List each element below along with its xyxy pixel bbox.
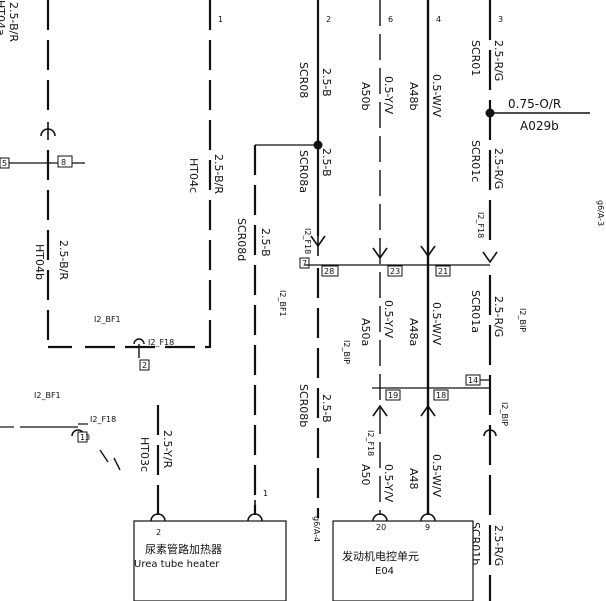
bf1-label-lower: I2_BF1	[34, 391, 61, 400]
f18-label-b: I2_F18	[303, 228, 312, 254]
f18-label-lower: I2_F18	[90, 415, 116, 424]
ht03c-gauge-label: 2.5-Y/R	[161, 430, 174, 469]
scr08-gauge-label: 2.5-B	[320, 68, 333, 97]
a50a-id-label: A50a	[359, 318, 372, 346]
pin-box-13	[77, 431, 88, 443]
pin-box-8	[57, 155, 73, 168]
pin-box-21	[435, 265, 451, 277]
ht04b-gauge-label: 2.5-B/R	[57, 240, 70, 280]
bf1-label-left: I2_BF1	[94, 315, 121, 324]
pin-box-2-label: 2	[142, 361, 147, 370]
urea-heater-name-en: Urea tube heater	[134, 559, 220, 570]
pin-box-8-label: 8	[61, 158, 66, 167]
ht04c-id-label: HT04c	[187, 158, 200, 193]
scr01c-gauge-label: 2.5-R/G	[492, 148, 505, 189]
ecu-name-cn: 发动机电控单元	[342, 549, 419, 563]
pin-box-7	[299, 257, 310, 269]
scr01c-id-label: SCR01c	[469, 140, 482, 182]
scr01a-id-label: SCR01a	[469, 290, 482, 333]
wire-scr01	[466, 0, 590, 601]
top-pin-1: 1	[218, 15, 223, 24]
a50b-gauge-label: 0.5-Y/V	[382, 76, 395, 115]
ecu-pin-right: 9	[425, 523, 430, 532]
pin-box-23-label: 23	[390, 267, 400, 276]
ecu-pin-left: 20	[376, 523, 386, 532]
pin-box-21-label: 21	[438, 267, 448, 276]
bip-label-c: I2_BIP	[500, 402, 509, 426]
top-pin-6: 6	[388, 15, 393, 24]
scr08-id-label: SCR08	[297, 62, 310, 98]
wire-ht04	[0, 0, 85, 350]
pin-box-14	[465, 374, 481, 386]
a50b-id-label: A50b	[359, 82, 372, 111]
a50a-gauge-label: 0.5-Y/V	[382, 300, 395, 339]
a50-gauge-label: 0.5-Y/V	[382, 464, 395, 503]
bf1-label-mid: I2_BF1	[278, 290, 287, 317]
a029b-id-label: A029b	[520, 119, 559, 133]
urea-heater-component: 2 1 尿素管路加热器 Urea tube heater	[133, 489, 287, 601]
a48b-id-label: A48b	[407, 82, 420, 111]
scr08a-gauge-label: 2.5-B	[320, 148, 333, 177]
pin-box-13-label: 13	[80, 433, 90, 442]
urea-heater-pin-left: 2	[156, 528, 161, 537]
scr08d-id-label: SCR08d	[235, 218, 248, 261]
scr01-id-label: SCR01	[469, 40, 482, 76]
splice-scr01	[485, 108, 495, 118]
pin-box-2	[139, 359, 150, 371]
ht04a-id-label: HT04a	[0, 0, 7, 36]
splice-scr08	[313, 140, 323, 150]
connector-f18-a	[133, 338, 145, 358]
ht04c-gauge-label: 2.5-B/R	[212, 154, 225, 194]
top-pin-2: 2	[326, 15, 331, 24]
pin-box-19	[385, 389, 401, 401]
ecu-component: 20 9 发动机电控单元 E04	[332, 513, 474, 601]
f18-label-c: I2_F18	[366, 430, 375, 456]
urea-heater-pin-right: 1	[263, 489, 268, 498]
scr01b-gauge-label: 2.5-R/G	[492, 525, 505, 566]
scr08a-id-label: SCR08a	[297, 150, 310, 193]
wire-a50	[372, 0, 388, 515]
pin-box-14-label: 14	[468, 376, 478, 385]
scr08d-gauge-label: 2.5-B	[259, 228, 272, 257]
wire-ht04c	[85, 0, 212, 349]
scr01-gauge-label: 2.5-R/G	[492, 40, 505, 81]
edge-ref-top-right: g6/A-3	[596, 200, 605, 226]
pin-box-18-label: 18	[436, 391, 446, 400]
edge-ref-bottom: g6/A-4	[312, 516, 321, 542]
scr01a-gauge-label: 2.5-R/G	[492, 296, 505, 337]
ecu-name-en: E04	[375, 566, 394, 577]
wire-ht03c	[0, 405, 160, 520]
scr08b-id-label: SCR08b	[297, 384, 310, 427]
pin-box-19-label: 19	[388, 391, 398, 400]
pin-box-7-label: 7	[302, 259, 307, 268]
pin-box-18	[433, 389, 449, 401]
pin-box-5-label: 5	[2, 159, 7, 168]
pin-box-5	[0, 157, 10, 169]
bip-label-b: I2_BIP	[518, 308, 527, 332]
a48-id-label: A48	[407, 468, 420, 490]
a48-gauge-label: 0.5-W/V	[430, 454, 443, 498]
a48b-gauge-label: 0.5-W/V	[430, 74, 443, 118]
f18-label-d: I2_F18	[476, 212, 485, 238]
bip-label-a: I2_BIP	[342, 340, 351, 364]
top-pin-3: 3	[498, 15, 503, 24]
wire-scr08	[310, 0, 326, 518]
a50-id-label: A50	[359, 464, 372, 486]
pin-box-28	[321, 265, 339, 277]
urea-heater-name-cn: 尿素管路加热器	[145, 542, 222, 556]
a48a-id-label: A48a	[407, 318, 420, 346]
f18-label-a: I2_F18	[148, 338, 174, 347]
wire-scr08d	[253, 144, 318, 515]
ht04b-id-label: HT04b	[33, 244, 46, 280]
top-pin-4: 4	[436, 15, 441, 24]
scr08b-gauge-label: 2.5-B	[320, 394, 333, 423]
pin-box-28-label: 28	[324, 267, 334, 276]
a029b-gauge-label: 0.75-O/R	[508, 97, 561, 111]
a48a-gauge-label: 0.5-W/V	[430, 302, 443, 346]
pin-box-23	[387, 265, 403, 277]
ht03c-id-label: HT03c	[138, 437, 151, 472]
ht04a-gauge-label: 2.5-B/R	[7, 2, 20, 42]
wire-a48	[420, 0, 436, 515]
